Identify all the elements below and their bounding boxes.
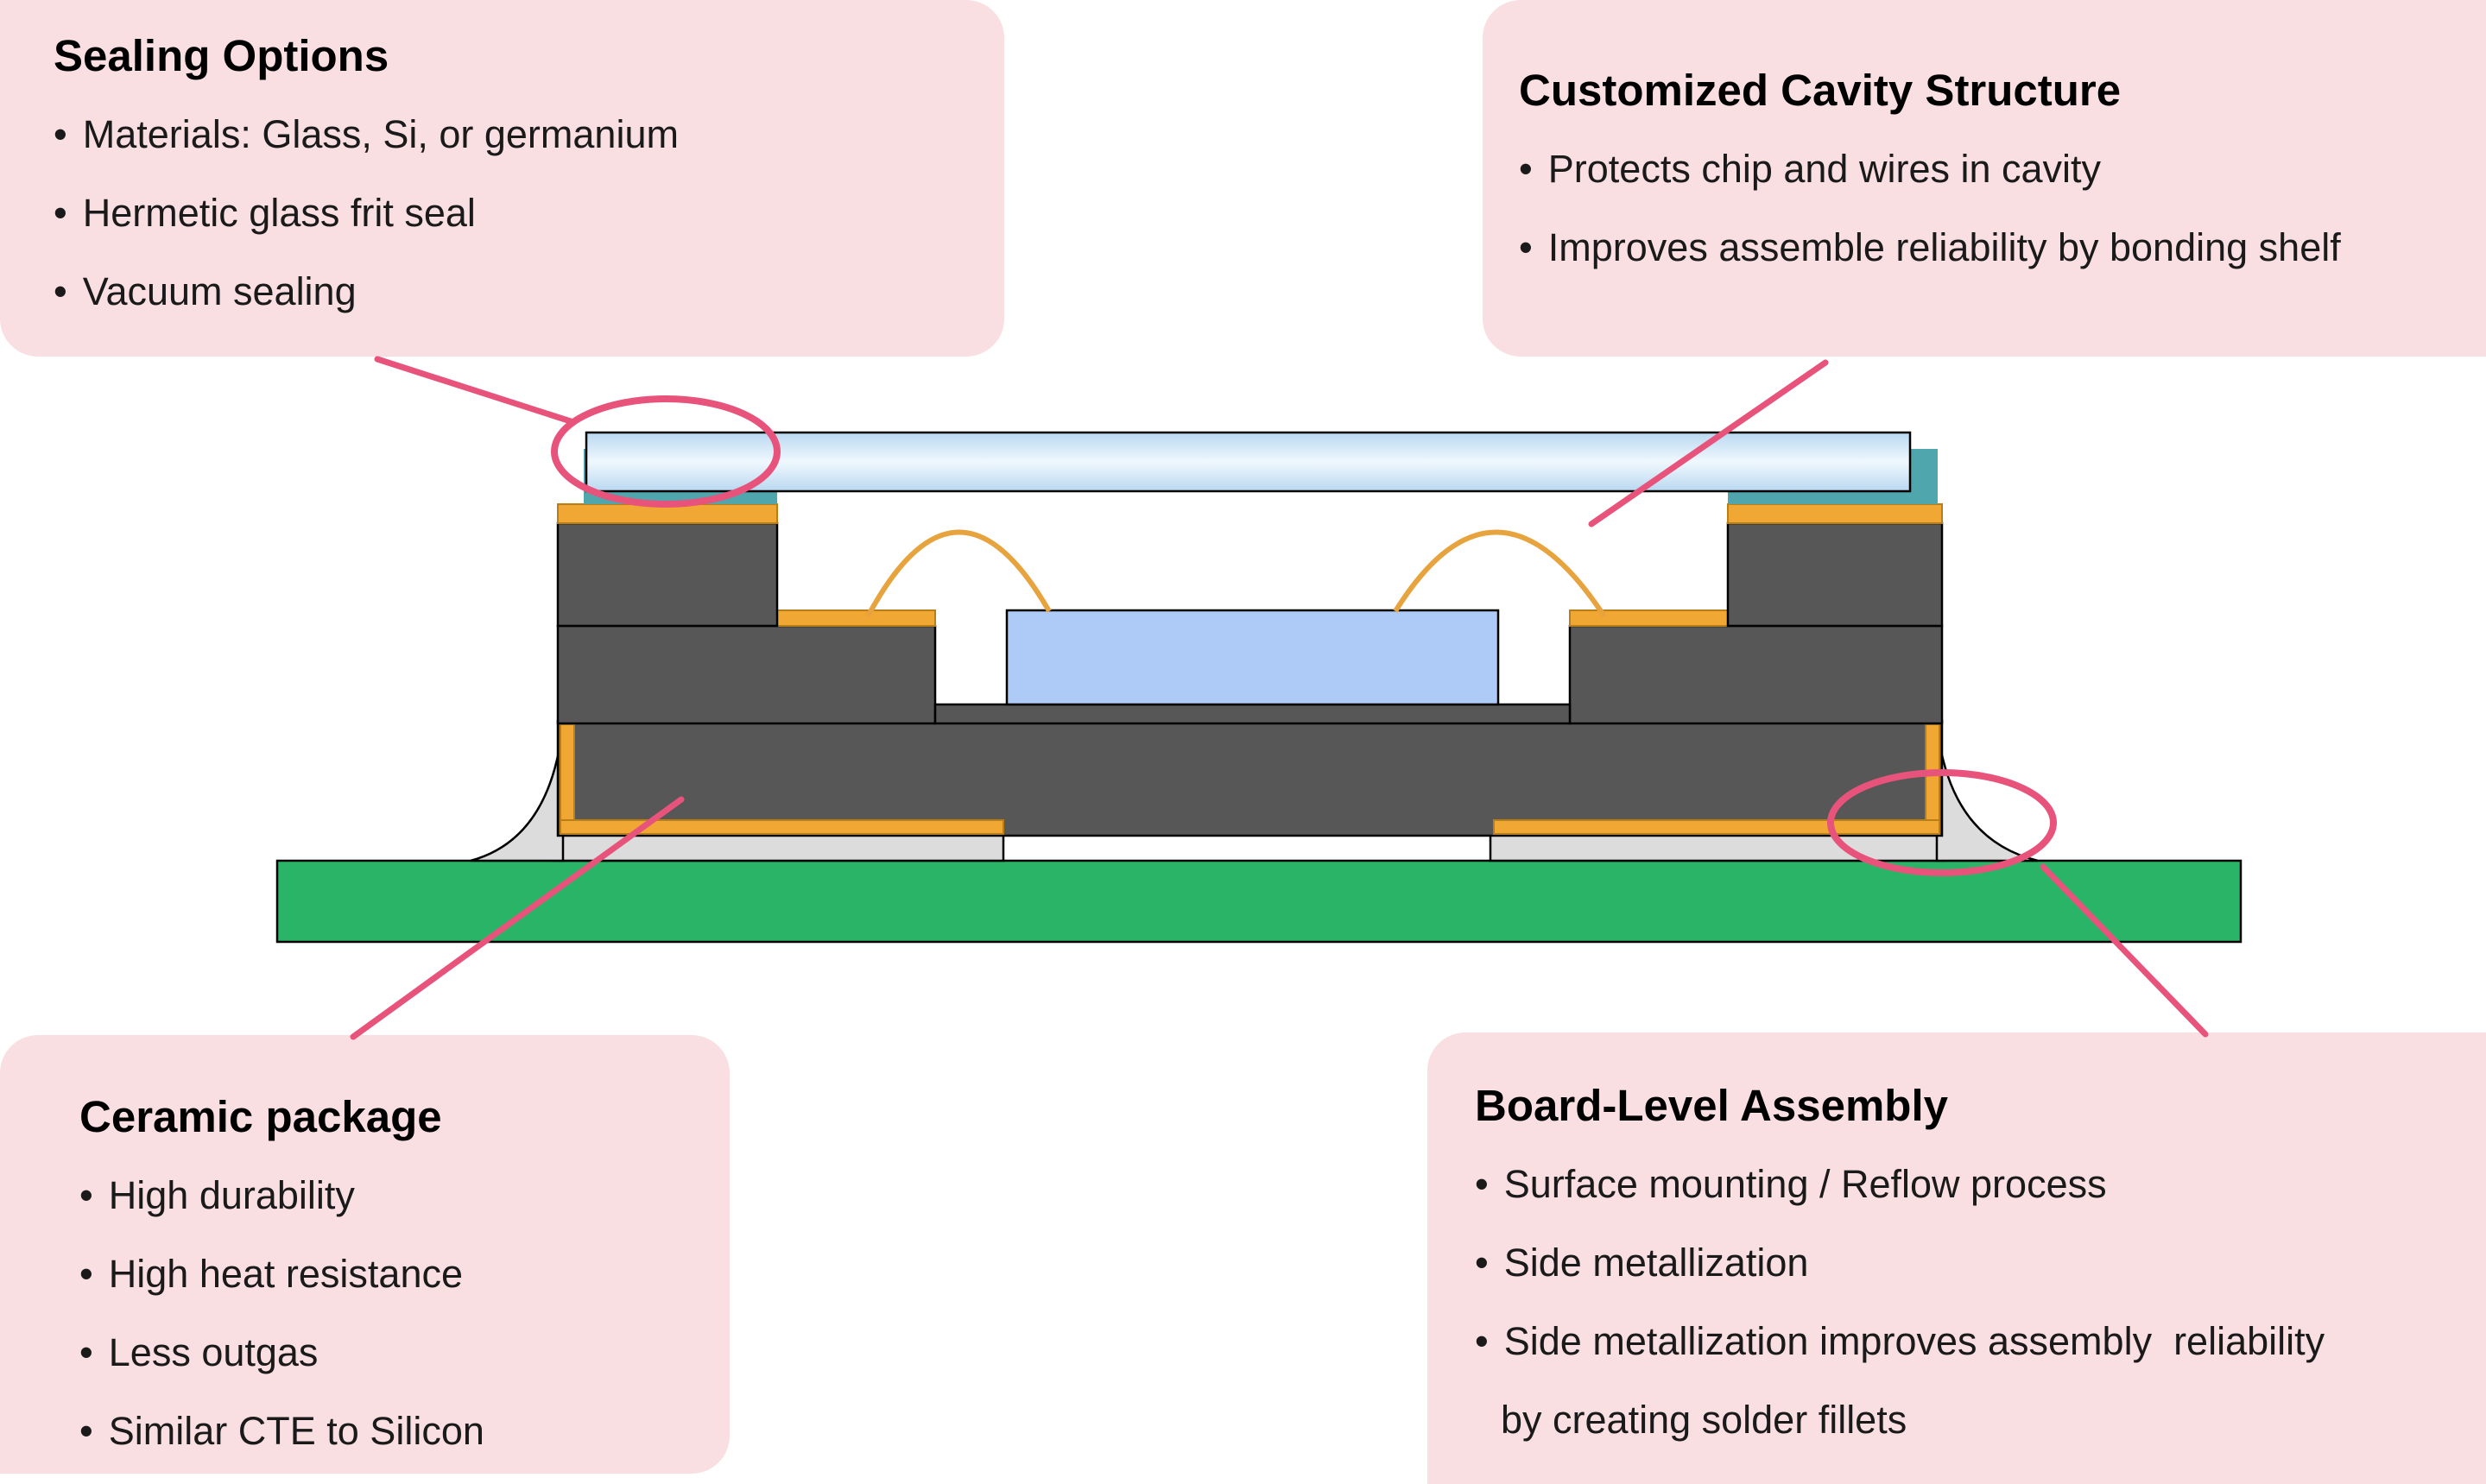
- solder-fillet-left: [470, 723, 565, 862]
- bullet-glyph: •: [1475, 1319, 1489, 1363]
- cavity-floor: [933, 703, 1572, 725]
- bullet-item: •Improves assemble reliability by bondin…: [1519, 208, 2460, 287]
- ceramic-base-layer: [556, 719, 1944, 837]
- bond-wire-left: [865, 529, 1052, 618]
- callout-list: •Surface mounting / Reflow process •Side…: [1475, 1145, 2462, 1459]
- bullet-glyph: •: [1475, 1162, 1489, 1206]
- solder-fillet-right: [1935, 723, 2039, 862]
- bullet-glyph: •: [79, 1173, 93, 1217]
- bullet-glyph: •: [1475, 1241, 1489, 1285]
- ceramic-middle-layer-right: [1568, 624, 1944, 725]
- bullet-item-continuation: by creating solder fillets: [1501, 1398, 1907, 1442]
- callout-list: •High durability •High heat resistance •…: [79, 1156, 695, 1470]
- bullet-item: •Surface mounting / Reflow process: [1475, 1145, 2462, 1223]
- seal-frit-left: [584, 449, 777, 504]
- bottom-land-right: [1493, 819, 1940, 835]
- bullet-item: •Vacuum sealing: [54, 252, 957, 331]
- bullet-glyph: •: [54, 269, 67, 313]
- bullet-item: •High heat resistance: [79, 1235, 695, 1313]
- callout-line-assembly: [2040, 863, 2209, 1038]
- bullet-item: •High durability: [79, 1156, 695, 1235]
- callout-line-cavity: [1588, 359, 1829, 527]
- highlight-ellipse-seal: [551, 395, 781, 508]
- callout-title: Sealing Options: [54, 31, 389, 80]
- callout-line-ceramic: [350, 796, 685, 1040]
- bullet-glyph: •: [54, 191, 67, 235]
- ceramic-upper-layer-left: [556, 521, 779, 628]
- bullet-item: •Side metallization improves assembly re…: [1475, 1302, 2462, 1380]
- callout-customized-cavity: Customized Cavity Structure •Protects ch…: [1483, 0, 2486, 357]
- seal-frit-right: [1728, 449, 1938, 504]
- ceramic-upper-layer-right: [1726, 521, 1944, 628]
- callout-ceramic-package: Ceramic package •High durability •High h…: [0, 1035, 730, 1474]
- bond-wire-right: [1393, 529, 1607, 618]
- callout-sealing-options: Sealing Options •Materials: Glass, Si, o…: [0, 0, 1004, 357]
- callout-line-sealing: [374, 356, 577, 426]
- callout-title: Board-Level Assembly: [1475, 1081, 1948, 1130]
- side-metallization-right: [1925, 723, 1940, 833]
- callout-board-level-assembly: Board-Level Assembly •Surface mounting /…: [1427, 1032, 2486, 1484]
- callout-list: •Materials: Glass, Si, or germanium •Her…: [54, 95, 957, 331]
- callout-title: Customized Cavity Structure: [1519, 66, 2122, 115]
- bullet-item: •Similar CTE to Silicon: [79, 1392, 695, 1470]
- pcb-board: [275, 859, 2242, 944]
- bullet-glyph: •: [79, 1330, 93, 1374]
- solder-strip-left: [551, 832, 1005, 862]
- bullet-item: •Side metallization: [1475, 1223, 2462, 1302]
- side-metallization-left: [560, 723, 575, 833]
- callout-list: •Protects chip and wires in cavity •Impr…: [1519, 129, 2460, 287]
- seal-ring-metal-left: [557, 503, 778, 524]
- solder-strip-right: [1489, 832, 1946, 862]
- bullet-glyph: •: [79, 1252, 93, 1296]
- highlight-ellipse-fillet: [1827, 769, 2057, 876]
- bullet-glyph: •: [54, 112, 67, 156]
- bottom-land-left: [560, 819, 1004, 835]
- bullet-glyph: •: [1519, 225, 1533, 269]
- bullet-glyph: •: [79, 1409, 93, 1453]
- glass-lid: [585, 431, 1912, 493]
- die-chip: [1005, 609, 1500, 706]
- seal-ring-metal-right: [1727, 503, 1943, 524]
- bullet-item: •Less outgas: [79, 1313, 695, 1392]
- bond-shelf-pad-left: [712, 609, 936, 627]
- bullet-item: •Protects chip and wires in cavity: [1519, 129, 2460, 208]
- bullet-glyph: •: [1519, 147, 1533, 191]
- bond-shelf-pad-right: [1569, 609, 1793, 627]
- callout-title: Ceramic package: [79, 1092, 442, 1141]
- bullet-item: •Hermetic glass frit seal: [54, 174, 957, 252]
- bullet-item: •Materials: Glass, Si, or germanium: [54, 95, 957, 174]
- ceramic-middle-layer-left: [556, 624, 937, 725]
